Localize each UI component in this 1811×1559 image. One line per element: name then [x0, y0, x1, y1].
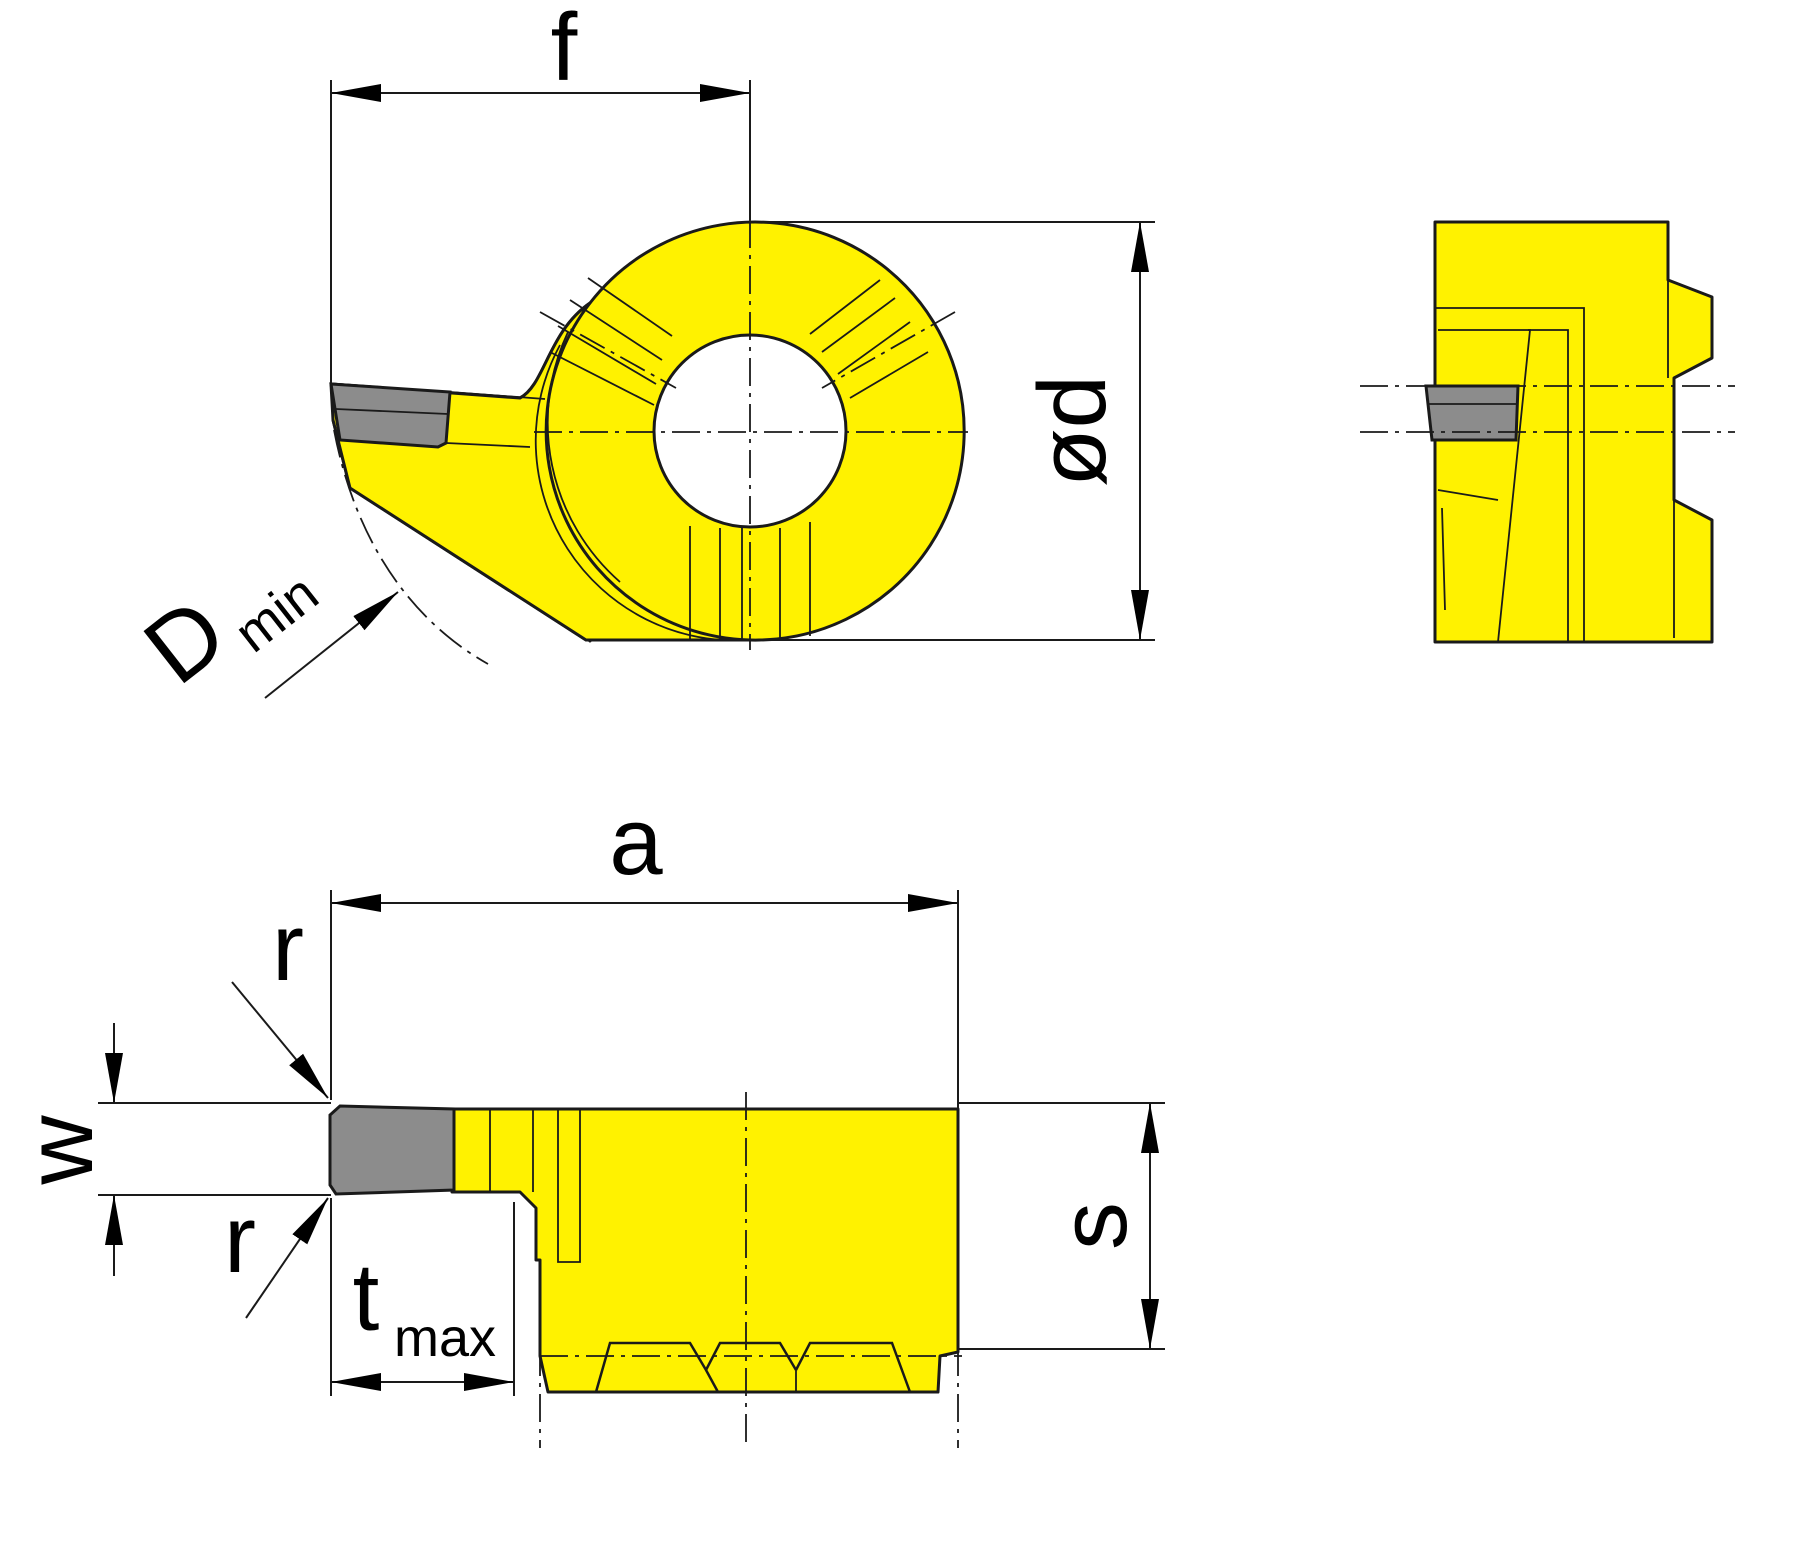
- side-view: [1360, 220, 1735, 644]
- label-t-max: t max: [353, 1244, 496, 1368]
- front-view-grooves: [549, 277, 929, 640]
- front-view: [264, 80, 1155, 699]
- plan-view-body: [450, 1107, 960, 1394]
- r-top-leader: [231, 981, 329, 1099]
- label-w: w: [6, 1115, 113, 1186]
- svg-text:min: min: [224, 563, 330, 664]
- label-f: f: [551, 0, 578, 101]
- label-r-top: r: [272, 894, 304, 1001]
- label-r-bottom: r: [224, 1186, 256, 1293]
- plan-view: [98, 890, 1165, 1448]
- plan-view-carbide-tip: [328, 1104, 456, 1196]
- label-s: s: [1040, 1202, 1147, 1250]
- front-view-carbide-tip: [329, 382, 452, 449]
- svg-text:t: t: [353, 1244, 380, 1351]
- label-a: a: [609, 788, 663, 895]
- svg-text:max: max: [394, 1308, 496, 1368]
- d-min-leader: [264, 591, 399, 699]
- r-bottom-leader: [245, 1197, 329, 1319]
- label-d: ød: [1019, 375, 1126, 487]
- side-view-body: [1433, 220, 1714, 644]
- d-min-arc: [333, 429, 489, 665]
- label-d-min: D min: [125, 563, 330, 705]
- svg-text:D: D: [125, 578, 246, 705]
